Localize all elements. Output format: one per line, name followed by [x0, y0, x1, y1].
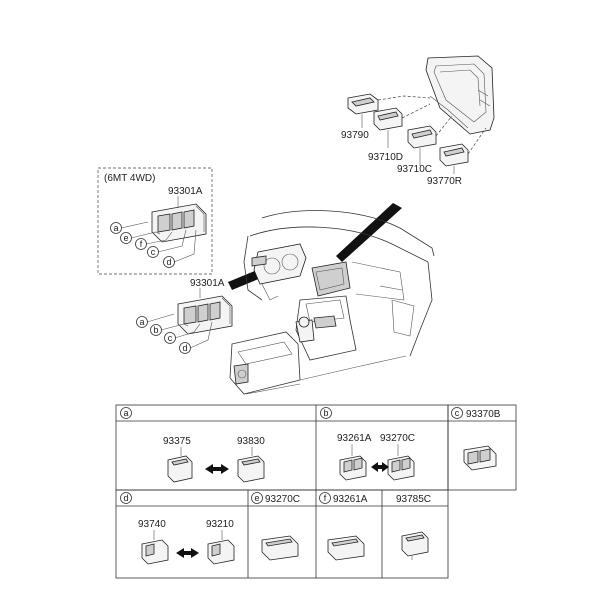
cell-b-letter: b — [323, 408, 328, 418]
lower-callout-3: c — [168, 333, 173, 343]
upper-callout-2: e — [123, 233, 128, 243]
upper-part-label: 93301A — [168, 186, 203, 197]
center-fascia-assembly — [425, 55, 495, 135]
variant-label: (6MT 4WD) — [104, 173, 155, 184]
cell-c-part: 93370B — [466, 409, 501, 420]
label-93710D: 93710D — [368, 152, 403, 163]
label-93790: 93790 — [341, 130, 369, 141]
label-93710C: 93710C — [397, 164, 432, 175]
cell-e-part: 93270C — [265, 494, 300, 505]
swap-arrow-b — [371, 462, 389, 472]
switch-93770R — [439, 143, 469, 167]
upper-callout-3: f — [140, 239, 143, 249]
lower-callouts: a b c d — [136, 316, 191, 354]
cell-a-part1: 93375 — [163, 436, 191, 447]
table-cell-a: a 93375 93830 — [120, 407, 265, 483]
pointer-arrow-center — [336, 203, 402, 262]
cell-b-part2: 93270C — [380, 433, 415, 444]
cell-d-letter: d — [123, 493, 128, 503]
dashboard-illustration — [229, 210, 435, 395]
cell-a-part2: 93830 — [237, 436, 265, 447]
label-93770R: 93770R — [427, 176, 462, 187]
lower-switch-panel — [177, 295, 233, 335]
cell-g-part: 93785C — [396, 494, 431, 505]
cell-f-part: 93261A — [333, 494, 368, 505]
upper-switch-panel — [151, 203, 207, 243]
cell-c-letter: c — [455, 408, 460, 418]
upper-callout-4: c — [151, 247, 156, 257]
cell-a-letter: a — [123, 408, 128, 418]
upper-callout-5: d — [166, 257, 171, 267]
cell-d-part2: 93210 — [206, 519, 234, 530]
lower-callout-1: a — [139, 317, 144, 327]
lower-callout-2: b — [153, 325, 158, 335]
table-cell-f: f 93261A — [319, 492, 368, 561]
switch-93710C — [407, 125, 437, 149]
cell-b-part1: 93261A — [337, 433, 372, 444]
switch-93790 — [347, 93, 379, 115]
cell-d-part1: 93740 — [138, 519, 166, 530]
upper-callouts: a e f c d — [110, 222, 175, 268]
switch-93710D — [373, 107, 403, 131]
lower-callout-4: d — [182, 343, 187, 353]
table-cell-g: 93785C — [396, 494, 431, 560]
lower-part-label: 93301A — [190, 278, 225, 289]
swap-arrow-a — [205, 464, 229, 474]
table-cell-c: c 93370B — [451, 407, 501, 471]
swap-arrow-d — [176, 548, 199, 558]
variant-box-6mt-4wd — [97, 167, 213, 275]
table-cell-d: d 93740 93210 — [120, 492, 235, 565]
cell-f-letter: f — [324, 493, 327, 503]
table-cell-c-frame — [447, 404, 517, 491]
upper-callout-1: a — [113, 223, 118, 233]
table-cell-b: b 93261A 93270C — [320, 407, 415, 481]
table-cell-e: e 93270C — [251, 492, 300, 561]
cell-e-letter: e — [254, 493, 259, 503]
